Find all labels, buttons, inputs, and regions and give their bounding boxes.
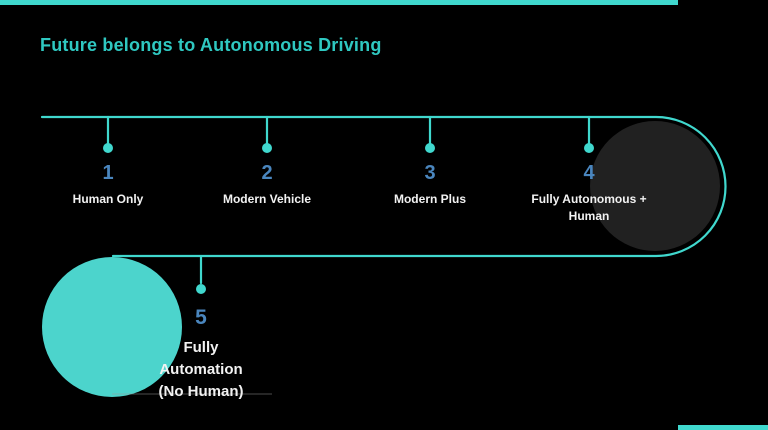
timeline-track [40, 115, 727, 258]
decorative-teal-circle [42, 257, 182, 397]
stage-2-label: Modern Vehicle [222, 192, 312, 206]
stage-5-number: 5 [195, 306, 207, 329]
stage-2-dot [262, 143, 272, 153]
stage-3-dot [425, 143, 435, 153]
timeline-stage-4: 4 Fully Autonomous + Human [519, 162, 659, 225]
stage-1-number: 1 [102, 162, 114, 184]
stage-1-label: Human Only [72, 192, 144, 206]
decorative-dark-circle [590, 121, 720, 251]
stage-5-dot [196, 284, 206, 294]
top-accent-bar [0, 0, 678, 5]
timeline-stage-1: 1 Human Only [48, 162, 168, 208]
stage-5-label: Fully Automation (No Human) [158, 339, 244, 400]
bottom-accent-bar [678, 425, 768, 430]
timeline-stage-2: 2 Modern Vehicle [202, 162, 332, 208]
timeline-stage-3: 3 Modern Plus [365, 162, 495, 208]
stage-3-label: Modern Plus [393, 192, 466, 206]
stage-4-number: 4 [583, 162, 595, 184]
stage-4-dot [584, 143, 594, 153]
timeline-stage-5: 5 Fully Automation (No Human) [146, 306, 256, 403]
stage-2-number: 2 [261, 162, 273, 184]
slide-title: Future belongs to Autonomous Driving [40, 35, 382, 55]
stage-1-dot [103, 143, 113, 153]
stage-3-number: 3 [424, 162, 436, 184]
stage-4-label: Fully Autonomous + Human [531, 192, 647, 223]
